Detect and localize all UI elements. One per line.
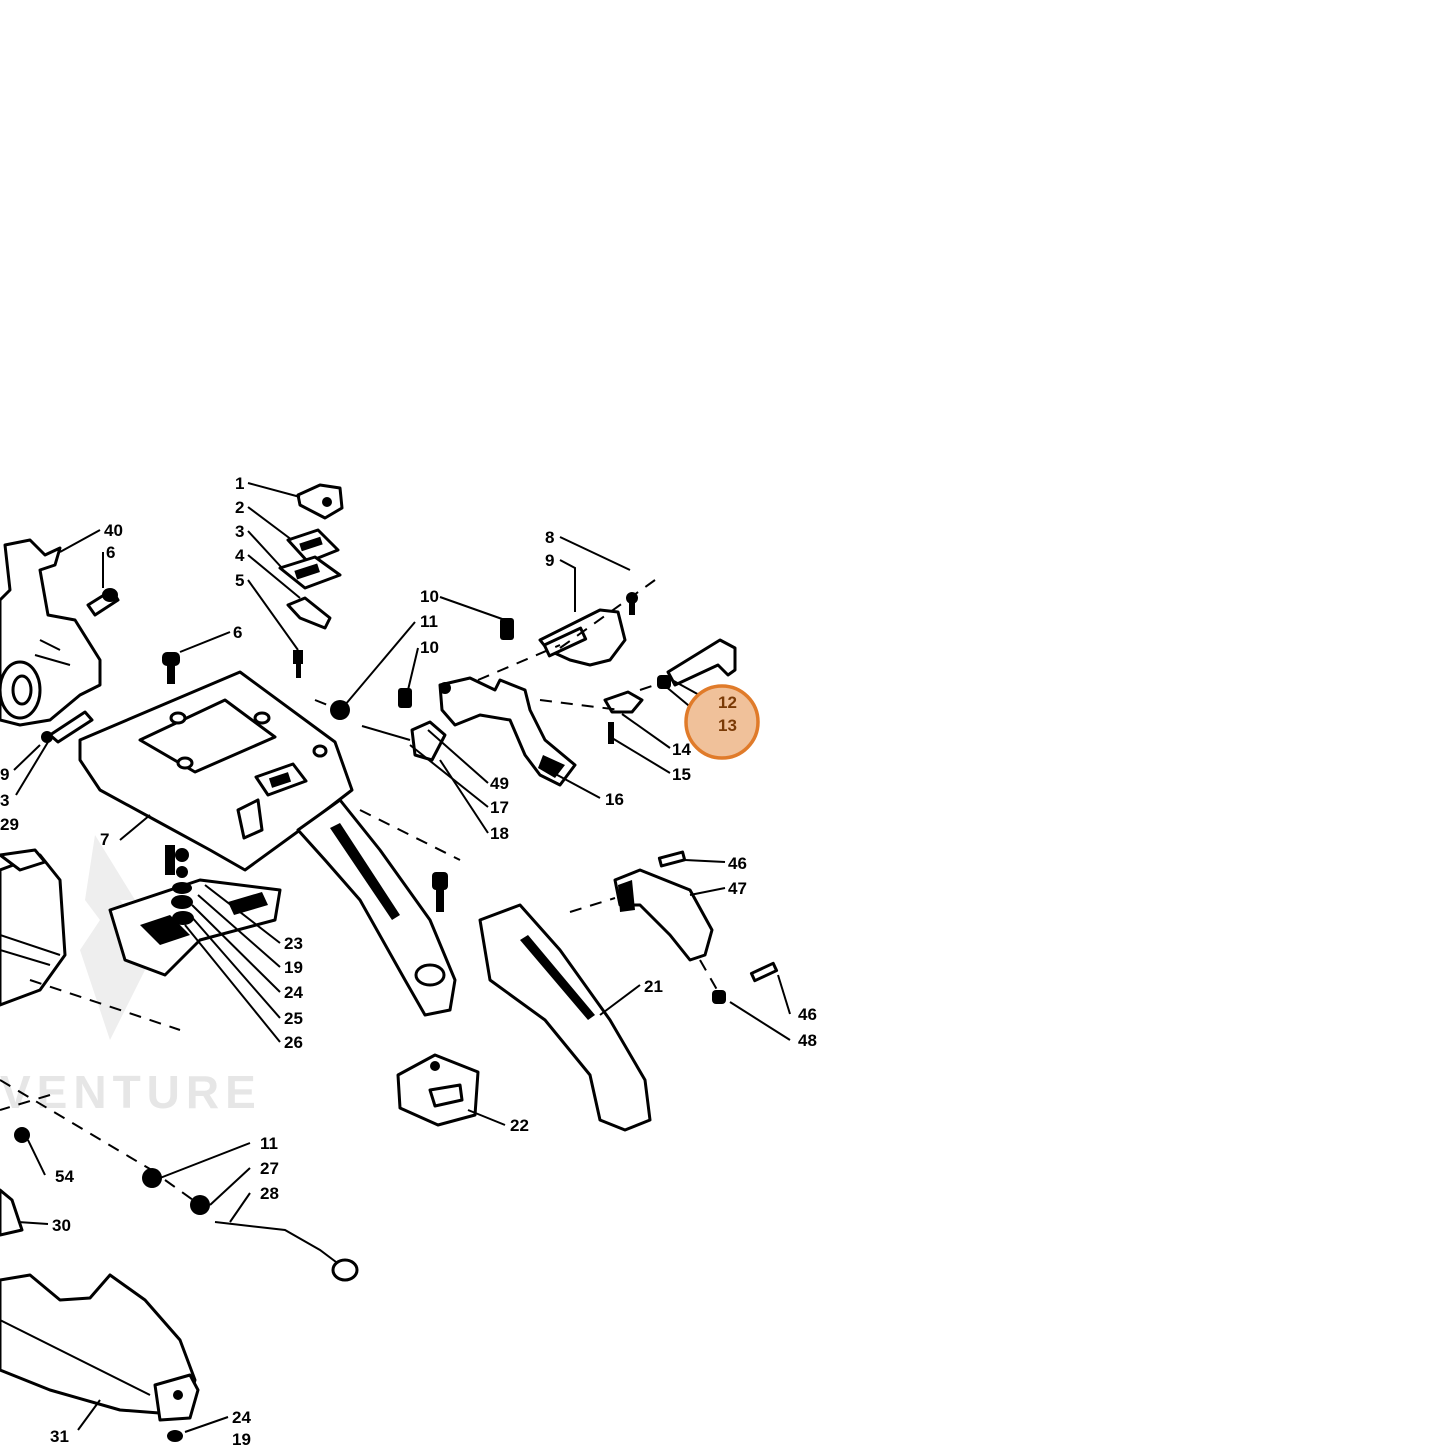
label-5: 5 <box>235 571 244 590</box>
part-16-trigger <box>438 676 577 787</box>
part-left-body <box>0 848 67 1007</box>
label-26: 26 <box>284 1033 303 1052</box>
label-19-bottom: 19 <box>232 1430 251 1445</box>
part-31-plate <box>0 1273 200 1422</box>
highlight-circle <box>684 684 760 760</box>
label-49: 49 <box>490 774 509 793</box>
label-6-left: 6 <box>106 543 115 562</box>
label-24: 24 <box>284 983 303 1002</box>
label-10-top: 10 <box>420 587 439 606</box>
label-46-bottom: 46 <box>798 1005 817 1024</box>
nut-54 <box>14 1127 30 1143</box>
label-16: 16 <box>605 790 624 809</box>
label-3-left: 3 <box>0 791 9 810</box>
part-21-guard <box>478 903 652 1132</box>
label-12: 12 <box>718 693 737 712</box>
part-47-cover <box>613 868 714 962</box>
callout-labels: 1 2 3 4 5 6 40 6 7 8 9 10 11 10 12 13 14… <box>0 474 817 1445</box>
part-40-handle <box>0 538 102 727</box>
washer-stack <box>165 845 194 925</box>
label-31: 31 <box>50 1427 69 1445</box>
part-28-cable <box>214 1221 359 1282</box>
screw-5 <box>293 650 303 678</box>
part-3-plate <box>278 555 342 590</box>
leader-lines <box>13 482 791 1433</box>
label-29: 29 <box>0 815 19 834</box>
label-9: 9 <box>545 551 554 570</box>
screw-10-mid <box>398 688 412 708</box>
bolt-9-left <box>41 710 94 744</box>
part-22-block <box>396 1053 480 1127</box>
label-23: 23 <box>284 934 303 953</box>
label-54: 54 <box>55 1167 74 1186</box>
label-11-bottom: 11 <box>260 1134 278 1153</box>
label-15: 15 <box>672 765 691 784</box>
label-47: 47 <box>728 879 747 898</box>
label-6-center: 6 <box>233 623 242 642</box>
screw-10-top <box>500 618 514 640</box>
label-21: 21 <box>644 977 663 996</box>
label-24-bottom: 24 <box>232 1408 251 1427</box>
part-12-rod <box>666 638 737 687</box>
label-8: 8 <box>545 528 554 547</box>
label-48: 48 <box>798 1031 817 1050</box>
assembly-lines <box>0 579 721 1206</box>
label-2: 2 <box>235 498 244 517</box>
part-49-spring <box>361 720 447 762</box>
label-30: 30 <box>52 1216 71 1235</box>
bolt-6-left <box>86 588 120 617</box>
label-4: 4 <box>235 546 245 565</box>
part-7-housing <box>78 670 457 1017</box>
pin-46-bottom <box>749 961 779 983</box>
nut-24-bottom <box>167 1430 183 1442</box>
label-25: 25 <box>284 1009 303 1028</box>
part-15-pin <box>608 722 614 744</box>
screw-21 <box>432 872 448 912</box>
screw-6-center <box>162 652 180 684</box>
part-9-shaft <box>538 592 638 667</box>
part-5-latch <box>286 596 332 630</box>
label-19: 19 <box>284 958 303 977</box>
nut-11-bottom <box>142 1168 162 1188</box>
watermark-text: VENTURE <box>0 1066 262 1118</box>
label-27: 27 <box>260 1159 279 1178</box>
label-10-mid: 10 <box>420 638 439 657</box>
part-2-plate <box>286 528 340 564</box>
label-9-left: 9 <box>0 765 9 784</box>
label-40: 40 <box>104 521 123 540</box>
label-11-top: 11 <box>420 612 438 631</box>
label-22: 22 <box>510 1116 529 1135</box>
label-14: 14 <box>672 740 691 759</box>
part-30 <box>0 1188 24 1237</box>
spring-48 <box>712 990 726 1004</box>
label-28: 28 <box>260 1184 279 1203</box>
part-1-cap <box>296 483 344 520</box>
label-17: 17 <box>490 798 509 817</box>
label-1: 1 <box>235 474 244 493</box>
label-18: 18 <box>490 824 509 843</box>
part-14-lever <box>603 690 644 714</box>
label-7: 7 <box>100 830 109 849</box>
label-13: 13 <box>718 716 737 735</box>
label-3: 3 <box>235 522 244 541</box>
pin-46-top <box>657 850 687 868</box>
label-46-top: 46 <box>728 854 747 873</box>
